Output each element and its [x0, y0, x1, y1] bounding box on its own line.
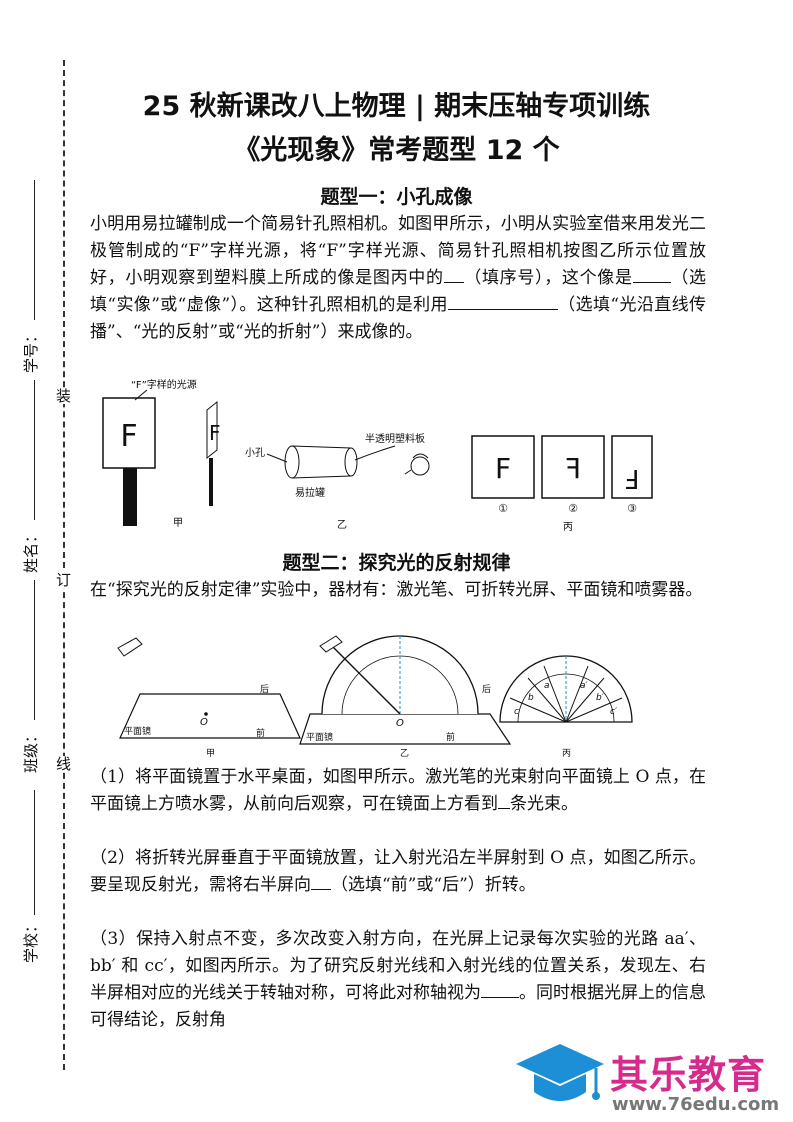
ray-c-prime: c′: [610, 707, 617, 717]
option-2-label: ②: [568, 502, 578, 515]
caption-bing: 丙: [563, 522, 573, 533]
membrane-label: 半透明塑料板: [365, 432, 425, 445]
class-line: [34, 580, 35, 720]
caption-bing-2: 丙: [562, 748, 571, 758]
question-2: （2）将折转光屏垂直于平面镜放置，让入射光沿左半屏射到 O 点，如图乙所示。要呈…: [90, 845, 706, 899]
point-o-jia: O: [200, 717, 208, 728]
mirror-label-jia: 平面镜: [124, 725, 151, 737]
observer-head: [410, 456, 430, 476]
q2-text-b: （选填“前”或“后”）折转。: [331, 875, 536, 895]
can-label: 易拉罐: [295, 486, 325, 499]
school-label: 学校：: [22, 917, 41, 964]
option-1-label: ①: [498, 502, 508, 515]
ray-a: a: [544, 681, 550, 691]
side-source: [206, 400, 218, 460]
section1-text-c: （选填“实像”或“虚像”）。这种针孔照相机的是利用: [90, 268, 707, 315]
class-label: 班级：: [22, 727, 41, 774]
q1-text-b: 条光束。: [510, 794, 578, 814]
question-3: （3）保持入射点不变，多次改变入射方向，在光屏上记录每次实验的光路 aa′、bb…: [90, 926, 706, 1034]
section1-text-a: 小明用易拉罐制成一个简易针孔照相机。如图甲所示，小明从实验室借来用发光二极管制成…: [90, 214, 706, 288]
section1-question: 小明用易拉罐制成一个简易针孔照相机。如图甲所示，小明从实验室借来用发光二极管制成…: [90, 211, 706, 346]
q2-text-a: （2）将折转光屏垂直于平面镜放置，让入射光沿左半屏射到 O 点，如图乙所示。要呈…: [90, 848, 706, 895]
ray-a-prime: a′: [580, 681, 588, 691]
option-1-box: [471, 435, 535, 499]
binding-char-3: 线: [56, 755, 72, 773]
section1-heading: 题型一：小孔成像: [320, 186, 473, 208]
back-label-yi: 后: [482, 684, 491, 695]
front-label-yi: 前: [446, 731, 455, 743]
point-o-yi: O: [396, 718, 404, 729]
source-stand: [123, 468, 137, 526]
section2-heading: 题型二：探究光的反射规律: [282, 552, 511, 574]
binding-char-2: 订: [56, 571, 72, 589]
incident-ray-yi: [331, 645, 401, 715]
ray-b: b: [528, 693, 534, 703]
school-line: [34, 790, 35, 915]
brand-url: www.76edu.com: [612, 1094, 780, 1115]
q3-text-a: （3）保持入射点不变，多次改变入射方向，在光屏上记录每次实验的光路 aa′、bb…: [90, 929, 706, 1003]
can-back: [344, 447, 358, 477]
ray-c: c: [514, 707, 519, 717]
option-3-label: ③: [627, 502, 637, 515]
ray-b-prime: b′: [596, 693, 604, 703]
caption-yi: 乙: [337, 519, 347, 531]
q1-text-a: （1）将平面镜置于水平桌面，如图甲所示。激光笔的光束射向平面镜上 O 点，在平面…: [90, 767, 706, 814]
protractor-bing: [499, 655, 633, 723]
answer-blank-2[interactable]: [632, 268, 671, 283]
answer-blank-6[interactable]: [481, 983, 519, 998]
source-label: “F”字样的光源: [131, 378, 197, 391]
q3-text-b: 。同时根据光屏上的信息可得结论，反射角: [90, 983, 706, 1030]
student-name-field[interactable]: 姓名：: [8, 380, 40, 590]
student-id-line: [34, 180, 35, 320]
graduation-cap-icon: [516, 1044, 604, 1101]
answer-blank-5[interactable]: [311, 875, 331, 890]
laser-pointer-2: [319, 635, 343, 653]
option-3-letter: F: [625, 463, 640, 493]
answer-blank-3[interactable]: [447, 295, 558, 310]
caption-jia: 甲: [173, 518, 183, 529]
answer-blank-4[interactable]: [498, 794, 510, 809]
brand-name: 其乐教育: [610, 1053, 767, 1097]
laser-pointer-1: [117, 637, 143, 657]
mirror-jia: [119, 693, 301, 739]
option-1-letter: F: [495, 452, 511, 485]
source-letter: F: [120, 419, 137, 454]
caption-yi-2: 乙: [400, 748, 409, 758]
binding-line: [63, 60, 65, 1070]
section2-intro: 在“探究光的反射定律”实验中，器材有：激光笔、可折转光屏、平面镜和喷雾器。: [90, 580, 703, 600]
class-field[interactable]: 班级：: [8, 580, 41, 790]
hole-label: 小孔: [245, 447, 265, 459]
answer-blank-1[interactable]: [443, 268, 464, 283]
page-title: 25 秋新课改八上物理 | 期末压轴专项训练: [142, 91, 651, 122]
reflection-figure: O 平面镜 后 前 甲 O 平面镜 后 前 乙 a b c a′ b′ c′ 丙: [117, 635, 633, 758]
brand-logo: 其乐教育 www.76edu.com: [512, 1038, 792, 1122]
can-front: [284, 445, 300, 479]
caption-jia-2: 甲: [206, 748, 215, 758]
binding-char-1: 装: [56, 387, 72, 405]
back-label-jia: 后: [260, 684, 269, 695]
side-source-letter: F: [209, 421, 221, 445]
question-1: （1）将平面镜置于水平桌面，如图甲所示。激光笔的光束射向平面镜上 O 点，在平面…: [90, 764, 706, 818]
option-2-box: [541, 435, 605, 499]
school-field[interactable]: 学校：: [8, 790, 41, 1000]
page-subtitle: 《光现象》常考题型 12 个: [233, 135, 560, 166]
front-label-jia: 前: [256, 727, 265, 739]
student-name-line: [34, 380, 35, 520]
pinhole-figure: F “F”字样的光源 F 甲 小孔 易拉罐 半透明塑料板 乙 F ① F ② F…: [102, 378, 653, 533]
option-2-letter: F: [565, 452, 581, 485]
section1-text-d: （选填“光沿直线传播”、“光的反射”或“光的折射”）来成像的。: [90, 295, 706, 342]
section1-text-b: （填序号），这个像是: [463, 268, 633, 288]
student-id-field[interactable]: 学号：: [8, 180, 41, 390]
student-id-label: 学号：: [22, 327, 41, 374]
option-3-box: [611, 435, 653, 499]
mirror-label-yi: 平面镜: [306, 731, 333, 743]
